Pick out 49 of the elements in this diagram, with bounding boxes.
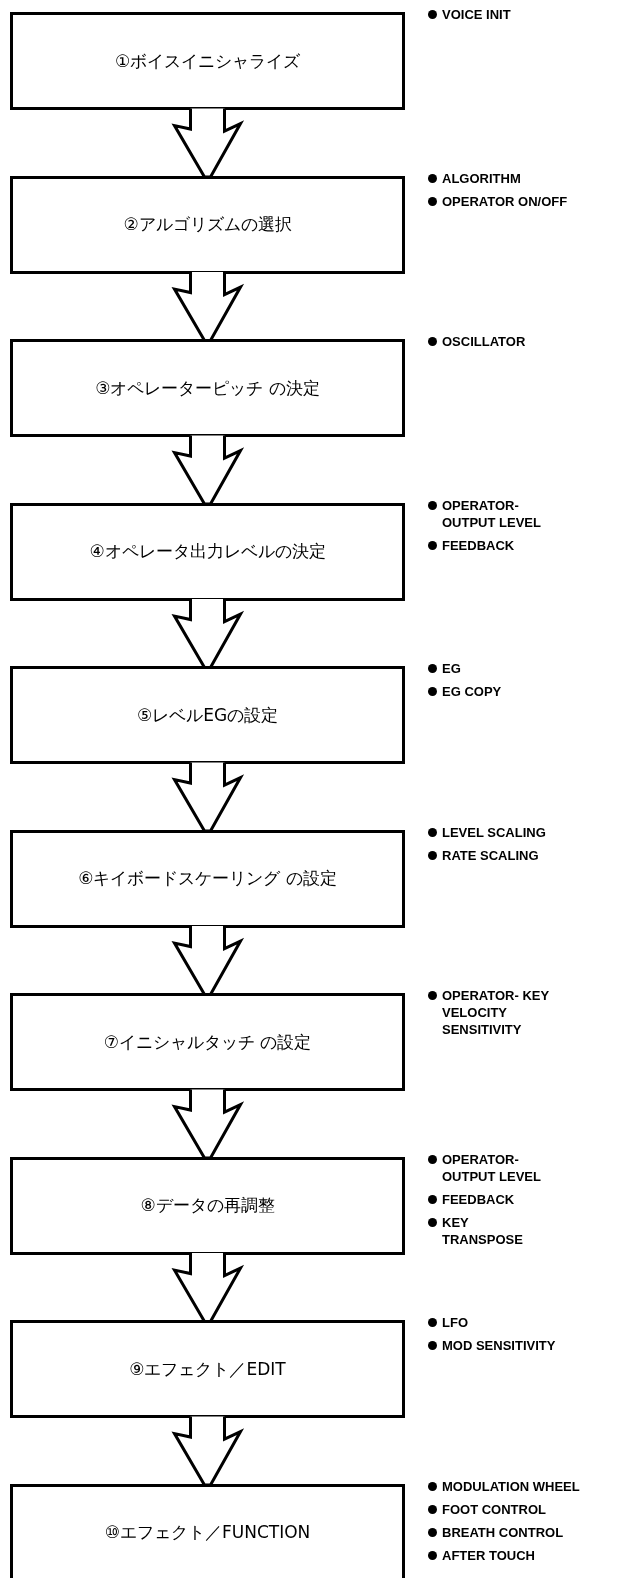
- process-box: [10, 1156, 405, 1255]
- step-label: ④オペレータ出力レベルの決定: [89, 540, 326, 563]
- parameter-label: OPERATOR ON/OFF: [442, 192, 568, 210]
- process-box: [10, 1483, 405, 1578]
- step-label: ⑤レベルEGの設定: [136, 703, 279, 727]
- flow-arrow: [171, 924, 245, 996]
- process-box: [10, 175, 405, 274]
- parameter-label: ALGORITHM: [442, 169, 521, 187]
- parameter-label: MODULATION WHEEL: [442, 1477, 580, 1495]
- flow-arrow: [171, 107, 245, 179]
- parameter-label: FEEDBACK: [442, 536, 516, 554]
- parameter-label: BREATH CONTROL: [442, 1523, 564, 1541]
- step-label: ①ボイスイニシャライズ: [114, 49, 301, 73]
- parameter-label: FEEDBACK: [442, 1190, 516, 1208]
- flow-arrow: [171, 434, 245, 506]
- flow-arrow: [171, 1088, 245, 1160]
- parameter-label: AFTER TOUCH: [442, 1546, 535, 1564]
- step-label: ②アルゴリズムの選択: [123, 213, 292, 236]
- parameter-label: KEY TRANSPOSE: [442, 1213, 524, 1248]
- step-label: ⑧データの再調整: [140, 1194, 275, 1217]
- process-box: [10, 829, 405, 928]
- step-label: ⑦イニシャルタッチ の設定: [103, 1030, 312, 1054]
- process-box: [10, 666, 405, 764]
- parameter-label: RATE SCALING: [442, 846, 539, 864]
- parameter-label: LFO: [442, 1314, 468, 1331]
- flow-arrow: [171, 1415, 245, 1487]
- process-box: [10, 12, 405, 110]
- parameter-label: EG COPY: [442, 683, 502, 700]
- process-box: [10, 993, 405, 1091]
- flow-arrow: [171, 761, 245, 833]
- parameter-label: OSCILLATOR: [442, 333, 526, 350]
- parameter-label: EG: [442, 660, 461, 677]
- flow-arrow: [171, 597, 245, 669]
- flow-arrow: [171, 1251, 245, 1323]
- step-label: ⑨エフェクト／EDIT: [129, 1357, 286, 1381]
- parameter-label: OPERATOR- KEY VELOCITY SENSITIVITY: [442, 987, 550, 1038]
- parameter-label: FOOT CONTROL: [442, 1500, 546, 1518]
- process-box: [10, 1320, 405, 1418]
- process-box: [10, 339, 405, 437]
- step-label: ⑩エフェクト／FUNCTION: [104, 1521, 311, 1544]
- parameter-label: LEVEL SCALING: [442, 823, 546, 841]
- step-label: ③オペレーターピッチ の決定: [95, 376, 320, 400]
- parameter-label: VOICE INIT: [442, 6, 511, 23]
- step-label: ⑥キイボードスケーリング の設定: [78, 867, 337, 890]
- parameter-label: OPERATOR- OUTPUT LEVEL: [442, 1150, 542, 1185]
- parameter-label: MOD SENSITIVITY: [442, 1337, 556, 1354]
- flow-arrow: [171, 270, 245, 342]
- parameter-label: OPERATOR- OUTPUT LEVEL: [442, 496, 542, 531]
- process-box: [10, 502, 405, 601]
